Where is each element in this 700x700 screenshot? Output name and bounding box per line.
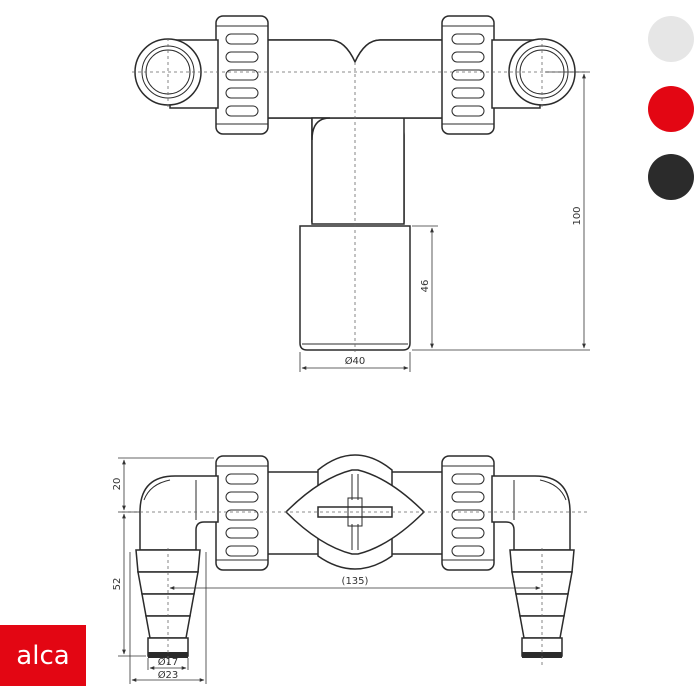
left-nut (215, 15, 269, 135)
dim-top-height: 100 (572, 206, 583, 225)
brand-logo-text: alca (16, 640, 70, 671)
front-left-nut (215, 455, 269, 571)
dim-sleeve-diameter: Ø40 (345, 355, 366, 367)
right-elbow (491, 38, 576, 109)
front-view (118, 454, 590, 684)
dim-sleeve-height: 46 (420, 280, 431, 293)
color-swatch-light-grey[interactable] (648, 16, 694, 62)
dim-spacing: (135) (342, 576, 369, 587)
dim-offset: 20 (112, 478, 123, 491)
dim-nozzle-small: Ø17 (158, 656, 179, 668)
drain-stem (311, 117, 405, 225)
right-nut (441, 15, 495, 135)
front-right-elbow (491, 475, 575, 658)
drain-sleeve (299, 225, 411, 351)
color-swatch-black[interactable] (648, 154, 694, 200)
front-right-nut (441, 455, 495, 571)
brand-logo: alca (0, 625, 86, 686)
left-elbow (134, 38, 219, 109)
dim-lower-height: 52 (112, 578, 123, 591)
top-view (132, 15, 590, 372)
color-swatch-red[interactable] (648, 86, 694, 132)
tee-body (264, 39, 446, 119)
dim-nozzle-large: Ø23 (158, 669, 179, 681)
